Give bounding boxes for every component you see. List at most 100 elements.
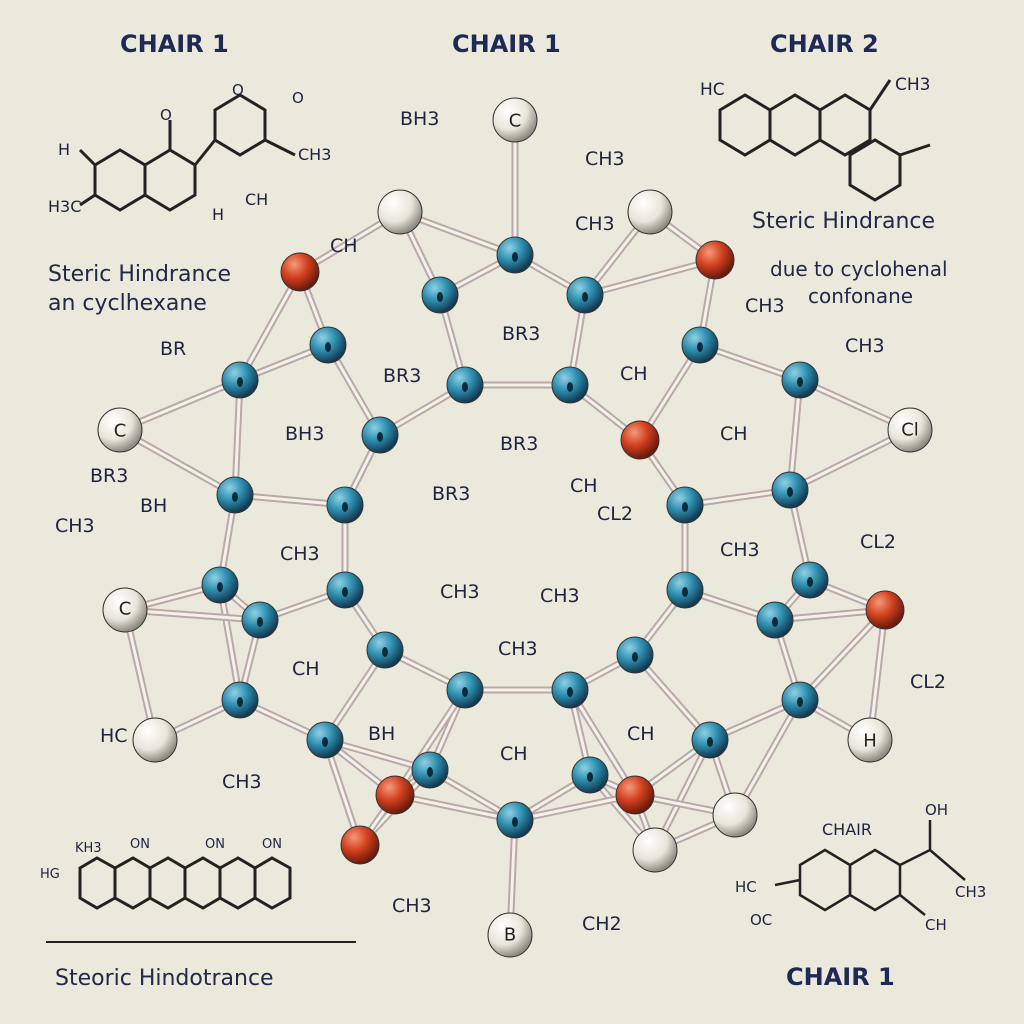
sketch-label: CH: [925, 916, 947, 934]
atom-dot: [772, 617, 778, 627]
atom-label-right-lower: H: [863, 731, 877, 752]
atom-dot: [797, 697, 803, 707]
atom-label-left-upper: C: [114, 421, 127, 442]
atom-dot: [512, 817, 518, 827]
atom-dot: [697, 342, 703, 352]
sketch-label: H3C: [48, 197, 81, 216]
group-label-cl2-b: CL2: [860, 531, 896, 553]
title-chair-left: CHAIR 1: [120, 30, 229, 58]
sketch-label: ON: [130, 837, 150, 852]
oxygen-atom: [695, 240, 735, 280]
atom-dot: [217, 582, 223, 592]
group-label-cl2-a: CL2: [597, 503, 633, 525]
group-label-cl2-c: CL2: [910, 671, 946, 693]
atom-dot: [462, 382, 468, 392]
bond: [583, 258, 717, 297]
group-label-ch3-far-right: CH3: [845, 335, 885, 357]
hydrogen-atom: [632, 827, 678, 873]
group-label-ch3-center: CH3: [440, 581, 480, 603]
atom-dot: [237, 697, 243, 707]
group-label-ch2-bottom: CH2: [582, 913, 622, 935]
molecule-sketch-top-right: [718, 79, 931, 202]
group-label-ch-right-b: CH: [720, 423, 748, 445]
sketch-label: OC: [750, 911, 772, 929]
atom-dot: [427, 767, 433, 777]
hydrogen-atom: [712, 792, 758, 838]
atom-dot: [377, 432, 383, 442]
oxygen-atom: [340, 825, 380, 865]
atom-label-left-lower: C: [119, 599, 132, 620]
bond: [798, 608, 887, 702]
hydrogen-atom: [97, 407, 143, 453]
sketch-label: ON: [262, 837, 282, 852]
sketch-label: H: [212, 205, 224, 224]
sketch-label: HC: [735, 878, 757, 896]
atom-dot: [342, 502, 348, 512]
title-chair-right: CHAIR 2: [770, 30, 879, 58]
molecule-sketch-top-left: [78, 93, 296, 212]
atom-dot: [437, 292, 443, 302]
atom-dot: [567, 687, 573, 697]
atom-dot: [582, 292, 588, 302]
hydrogen-atom: [132, 717, 178, 763]
group-label-ch3-top: CH3: [585, 148, 625, 170]
caption-bottom-left: Steoric Hindotrance: [55, 966, 274, 991]
sketch-label: CH3: [298, 145, 331, 164]
atom-label-right: Cl: [901, 420, 919, 441]
sketch-label: O: [232, 81, 244, 99]
bond: [233, 378, 242, 497]
group-label-ch3-inner-left: CH3: [280, 543, 320, 565]
group-label-br-center: BR3: [502, 323, 540, 345]
oxygen-atom: [865, 590, 905, 630]
atom-dot: [462, 687, 468, 697]
group-label-br3-center2: BR3: [500, 433, 538, 455]
group-label-ch-top-mid: CH3: [575, 213, 615, 235]
atom-dot: [342, 587, 348, 597]
bond: [218, 583, 242, 702]
atom-dot: [682, 502, 688, 512]
group-label-ch3-inner-r: CH3: [720, 539, 760, 561]
group-label-br3-left: BR3: [383, 365, 421, 387]
group-label-ch3-bottom: CH3: [392, 895, 432, 917]
group-label-br-left: BR: [160, 338, 186, 360]
hydrogen-atom: [847, 717, 893, 763]
group-label-bh3-mid: BH3: [285, 423, 324, 445]
atom-dot: [807, 577, 813, 587]
title-chair-small: CHAIR: [822, 820, 872, 839]
oxygen-atom: [615, 775, 655, 815]
group-label-bh-left: BH: [140, 495, 167, 517]
sketch-label: KH3: [75, 841, 102, 856]
caption-right-2: due to cyclohenal: [770, 257, 948, 281]
bond: [568, 688, 637, 797]
sketch-label: HC: [700, 80, 725, 100]
atom-dot: [567, 382, 573, 392]
oxygen-atom: [620, 420, 660, 460]
group-label-ch-inner-left: CH: [292, 658, 320, 680]
group-label-bh-bottom: BH: [368, 723, 395, 745]
caption-right-3: confonane: [808, 284, 913, 308]
caption-left-1: Steric Hindrance: [48, 262, 231, 287]
sketch-label: O: [292, 89, 304, 107]
group-label-br3-a: BR3: [90, 465, 128, 487]
atom-dot: [322, 737, 328, 747]
atom-dot: [237, 377, 243, 387]
group-label-ch-bottom-mid: CH: [500, 743, 528, 765]
sketch-label: H: [58, 140, 70, 159]
bond: [513, 793, 637, 822]
hydrogen-atom: [102, 587, 148, 633]
hydrogen-atom: [887, 407, 933, 453]
atom-dot: [787, 487, 793, 497]
group-label-ch-left: CH3: [55, 515, 95, 537]
group-label-ch-right-a: CH: [620, 363, 648, 385]
oxygen-atom: [280, 252, 320, 292]
bond: [393, 688, 467, 797]
atom-dot: [512, 252, 518, 262]
atom-dot: [232, 492, 238, 502]
sketch-label: CH3: [955, 883, 986, 901]
sketch-label: CH3: [895, 75, 930, 95]
sketch-label: CH: [245, 190, 268, 209]
atom-dot: [797, 377, 803, 387]
atom-dot: [682, 587, 688, 597]
hydrogen-atom: [492, 97, 538, 143]
